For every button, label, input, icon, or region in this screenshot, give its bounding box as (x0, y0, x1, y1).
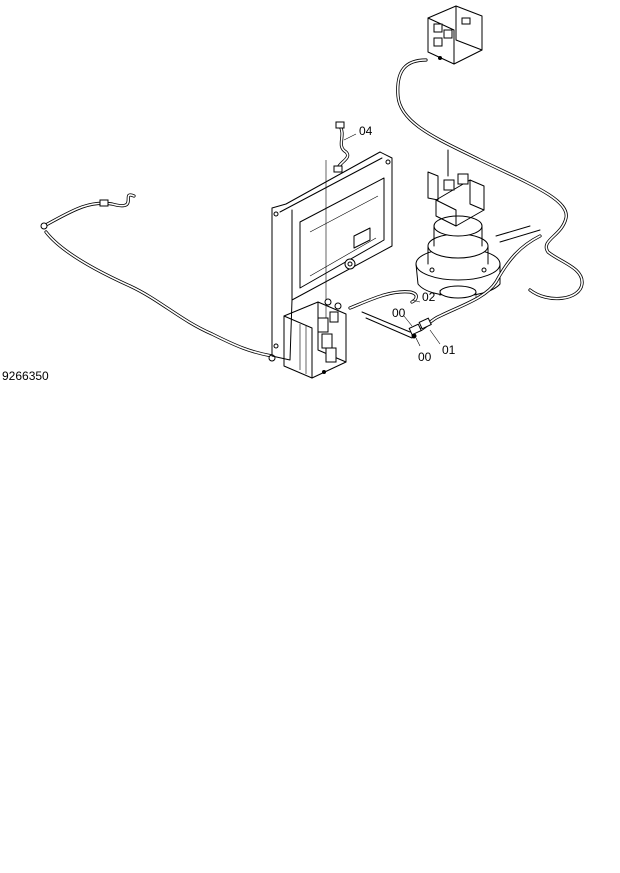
solenoid-valve-block (283, 298, 347, 379)
mounting-panel (271, 151, 393, 361)
leader-lines (343, 133, 441, 347)
fittings (408, 317, 432, 339)
callout-04: 04 (359, 124, 373, 138)
callout-01: 01 (442, 343, 456, 357)
figure-number: 9266350 (2, 369, 49, 383)
wire-harness-left (40, 193, 276, 362)
callout-02: 02 (422, 290, 436, 304)
callout-00-lower: 00 (418, 350, 432, 364)
pilot-valve (427, 5, 483, 65)
harness-04 (333, 121, 350, 173)
callout-00-upper: 00 (392, 306, 406, 320)
hose-02 (348, 290, 418, 339)
swing-motor (415, 149, 501, 299)
